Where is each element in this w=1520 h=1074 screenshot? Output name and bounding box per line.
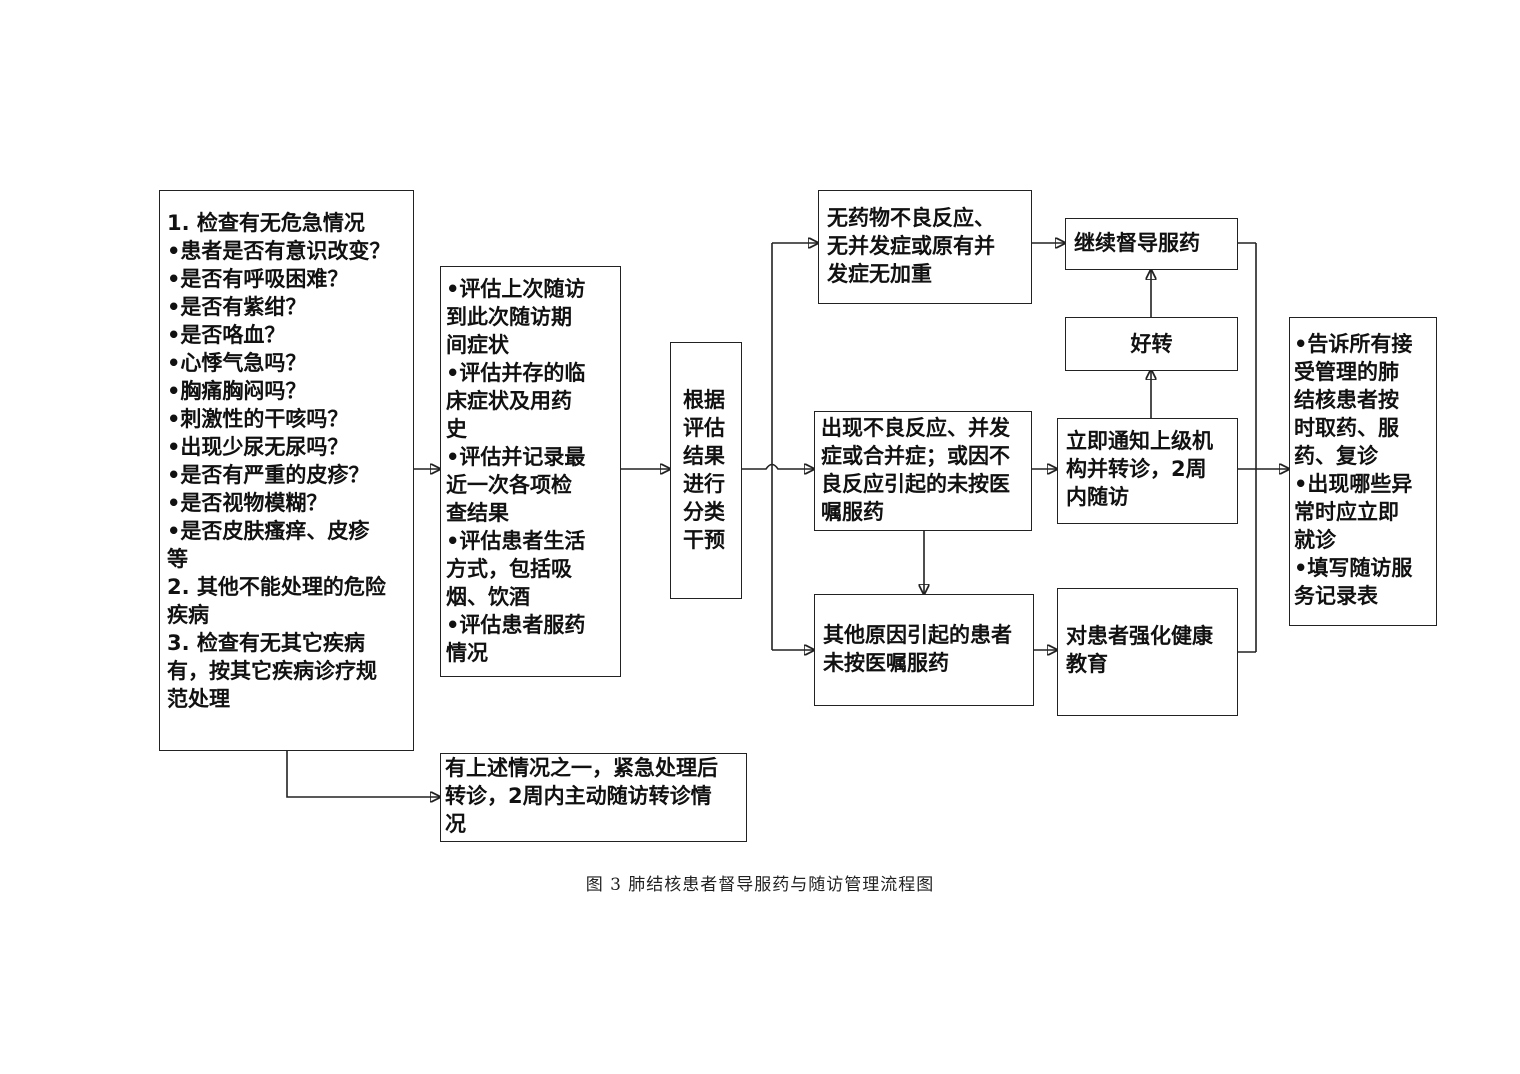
- box-line: 受管理的肺: [1294, 360, 1399, 384]
- inform-all-lines: •告诉所有接 受管理的肺 结核患者按 时取药、服 药、复诊 •出现哪些异 常时应立…: [1294, 330, 1436, 610]
- no-reaction-box: 无药物不良反应、无并发症或原有并发症无加重: [818, 190, 1032, 304]
- box-line: 近一次各项检: [446, 473, 572, 497]
- box-line: 评估: [683, 416, 725, 440]
- box-line: 其他原因引起的患者: [823, 623, 1012, 647]
- danger-check-box: 1. 检查有无危急情况 •患者是否有意识改变？ •是否有呼吸困难？ •是否有紫绀？ •是…: [159, 190, 414, 751]
- danger-check-lines: 1. 检查有无危急情况 •患者是否有意识改变？ •是否有呼吸困难？ •是否有紫绀？ •是…: [167, 209, 413, 713]
- box-line: •评估并存的临: [446, 361, 586, 385]
- classify-box: 根据评估结果进行分类干预: [670, 342, 742, 599]
- box-line: 症或合并症；或因不: [821, 444, 1010, 468]
- box-line: •是否咯血？: [167, 323, 286, 347]
- improved-box: 好转: [1065, 317, 1238, 371]
- box-line: 干预: [683, 528, 725, 552]
- box-line: •填写随访服: [1294, 556, 1413, 580]
- box-line: •是否皮肤瘙痒、皮疹: [167, 519, 370, 543]
- arrow-classify-to-adverse: [741, 465, 814, 470]
- box-line: 进行: [683, 472, 725, 496]
- box-line: 好转: [1130, 332, 1173, 356]
- box-line: 时取药、服: [1294, 416, 1399, 440]
- box-line: 出现不良反应、并发: [821, 416, 1010, 440]
- box-line: 史: [446, 417, 467, 441]
- box-line: 继续督导服药: [1074, 231, 1200, 255]
- box-line: 常时应立即: [1294, 500, 1399, 524]
- box-line: 根据: [683, 388, 725, 412]
- classify-lines: 根据评估结果进行分类干预: [683, 386, 741, 554]
- box-line: 2. 其他不能处理的危险: [167, 575, 386, 599]
- adverse-reaction-lines: 出现不良反应、并发症或合并症；或因不良反应引起的未按医嘱服药: [821, 414, 1031, 526]
- box-line: 良反应引起的未按医: [821, 472, 1010, 496]
- box-line: 转诊，2周内主动随访转诊情: [445, 784, 712, 808]
- arrow-danger-to-urgent: [286, 750, 440, 797]
- box-line: •心悸气急吗？: [167, 351, 307, 375]
- box-line: •告诉所有接: [1294, 332, 1413, 356]
- box-line: 内随访: [1066, 485, 1129, 509]
- box-line: •出现少尿无尿吗？: [167, 435, 349, 459]
- box-line: 间症状: [446, 333, 509, 357]
- box-line: 立即通知上级机: [1066, 429, 1213, 453]
- box-line: 有上述情况之一，紧急处理后: [445, 756, 718, 780]
- improved-lines: 好转: [1066, 330, 1237, 358]
- other-reason-box: 其他原因引起的患者未按医嘱服药: [814, 594, 1034, 706]
- box-line: •出现哪些异: [1294, 472, 1413, 496]
- health-education-box: 对患者强化健康教育: [1057, 588, 1238, 716]
- inform-all-box: •告诉所有接 受管理的肺 结核患者按 时取药、服 药、复诊 •出现哪些异 常时应立…: [1289, 317, 1437, 626]
- continue-supervision-box: 继续督导服药: [1065, 218, 1238, 270]
- box-line: 分类: [683, 500, 725, 524]
- urgent-referral-lines: 有上述情况之一，紧急处理后转诊，2周内主动随访转诊情况: [445, 754, 746, 838]
- box-line: 有，按其它疾病诊疗规: [167, 659, 377, 683]
- box-line: •评估患者生活: [446, 529, 586, 553]
- box-line: •是否视物模糊？: [167, 491, 328, 515]
- assessment-lines: •评估上次随访 到此次随访期 间症状 •评估并存的临 床症状及用药 史 •评估并记录…: [446, 275, 620, 667]
- box-line: 务记录表: [1294, 584, 1378, 608]
- box-line: •评估上次随访: [446, 277, 586, 301]
- box-line: •患者是否有意识改变？: [167, 239, 391, 263]
- box-line: 对患者强化健康: [1066, 624, 1213, 648]
- box-line: •是否有严重的皮疹？: [167, 463, 370, 487]
- box-line: 方式，包括吸: [446, 557, 572, 581]
- box-line: 情况: [446, 641, 488, 665]
- notify-referral-box: 立即通知上级机构并转诊，2周内随访: [1057, 418, 1238, 524]
- adverse-reaction-box: 出现不良反应、并发症或合并症；或因不良反应引起的未按医嘱服药: [814, 411, 1032, 531]
- box-line: 到此次随访期: [446, 305, 572, 329]
- health-education-lines: 对患者强化健康教育: [1066, 622, 1237, 678]
- box-line: 等: [167, 547, 188, 571]
- box-line: 嘱服药: [821, 500, 884, 524]
- box-line: •是否有紫绀？: [167, 295, 307, 319]
- box-line: •胸痛胸闷吗？: [167, 379, 307, 403]
- box-line: 1. 检查有无危急情况: [167, 211, 365, 235]
- box-line: •评估患者服药: [446, 613, 586, 637]
- box-line: 烟、饮酒: [446, 585, 530, 609]
- no-reaction-lines: 无药物不良反应、无并发症或原有并发症无加重: [827, 204, 1031, 288]
- box-line: 结果: [683, 444, 725, 468]
- box-line: 发症无加重: [827, 262, 932, 286]
- box-line: 况: [445, 812, 466, 836]
- continue-supervision-lines: 继续督导服药: [1074, 229, 1237, 257]
- box-line: 无并发症或原有并: [827, 234, 995, 258]
- box-line: 3. 检查有无其它疾病: [167, 631, 365, 655]
- notify-referral-lines: 立即通知上级机构并转诊，2周内随访: [1066, 427, 1237, 511]
- box-line: 构并转诊，2周: [1066, 457, 1207, 481]
- box-line: •刺激性的干咳吗？: [167, 407, 349, 431]
- box-line: 范处理: [167, 687, 230, 711]
- box-line: 就诊: [1294, 528, 1336, 552]
- box-line: 查结果: [446, 501, 509, 525]
- other-reason-lines: 其他原因引起的患者未按医嘱服药: [823, 621, 1033, 677]
- box-line: 疾病: [167, 603, 209, 627]
- box-line: •评估并记录最: [446, 445, 586, 469]
- box-line: 结核患者按: [1294, 388, 1399, 412]
- assessment-box: •评估上次随访 到此次随访期 间症状 •评估并存的临 床症状及用药 史 •评估并记录…: [440, 266, 621, 677]
- box-line: 药、复诊: [1294, 444, 1378, 468]
- figure-caption: 图 3 肺结核患者督导服药与随访管理流程图: [585, 875, 935, 895]
- box-line: 无药物不良反应、: [827, 206, 995, 230]
- box-line: 教育: [1066, 652, 1108, 676]
- box-line: •是否有呼吸困难？: [167, 267, 349, 291]
- urgent-referral-box: 有上述情况之一，紧急处理后转诊，2周内主动随访转诊情况: [440, 753, 747, 842]
- box-line: 床症状及用药: [446, 389, 572, 413]
- box-line: 未按医嘱服药: [823, 651, 949, 675]
